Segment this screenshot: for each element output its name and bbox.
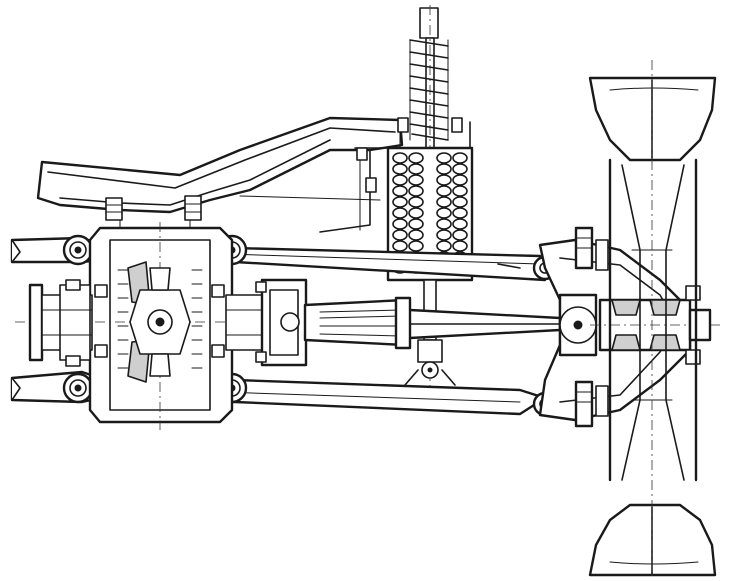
spring-coil-turn — [408, 185, 424, 197]
spring-coil-turn — [392, 218, 408, 230]
spring-coil-turn — [436, 163, 452, 175]
spring-coil-turn — [408, 218, 424, 230]
spring-coil-turn — [408, 240, 424, 252]
spring-coil-turn — [452, 152, 468, 164]
spring-coil-turn — [452, 196, 468, 208]
chassis-frame-member — [36, 116, 404, 233]
spring-coil-turn — [392, 152, 408, 164]
spring-coil-turn — [452, 185, 468, 197]
spring-coil-turn — [452, 229, 468, 241]
spring-coil-turn — [408, 174, 424, 186]
right-output-universal-joint — [225, 278, 308, 367]
spring-coil-turn — [408, 207, 424, 219]
spring-coil-turn — [436, 196, 452, 208]
spring-coil-turn — [392, 240, 408, 252]
road-wheel-tyre — [588, 60, 717, 580]
spring-coil-turn — [436, 185, 452, 197]
frame-bracket-bolts — [105, 195, 202, 221]
spring-coil-turn — [436, 207, 452, 219]
spring-coil-turn — [392, 185, 408, 197]
spring-coil-turn — [452, 240, 468, 252]
spring-coil-turn — [436, 229, 452, 241]
spring-coil-turn — [436, 174, 452, 186]
spring-coil-turn — [408, 229, 424, 241]
spring-coil-turn — [392, 207, 408, 219]
spring-coil-turn — [408, 196, 424, 208]
spring-coil-turn — [392, 174, 408, 186]
spring-coil-turn — [408, 152, 424, 164]
spring-coil-turn — [392, 196, 408, 208]
spring-coil-turn — [452, 218, 468, 230]
spring-coil-turn — [436, 218, 452, 230]
differential-housing — [15, 222, 300, 430]
spring-coil-turn — [436, 152, 452, 164]
spring-coil-turn — [452, 207, 468, 219]
spring-coil-turn — [452, 163, 468, 175]
spring-coil-turn — [408, 163, 424, 175]
left-output-flange — [28, 279, 93, 367]
spring-coil-turn — [392, 163, 408, 175]
spring-coil-turn — [392, 229, 408, 241]
gear-teeth — [117, 269, 203, 369]
spring-coil-turn — [452, 174, 468, 186]
spring-coil-turn — [436, 240, 452, 252]
